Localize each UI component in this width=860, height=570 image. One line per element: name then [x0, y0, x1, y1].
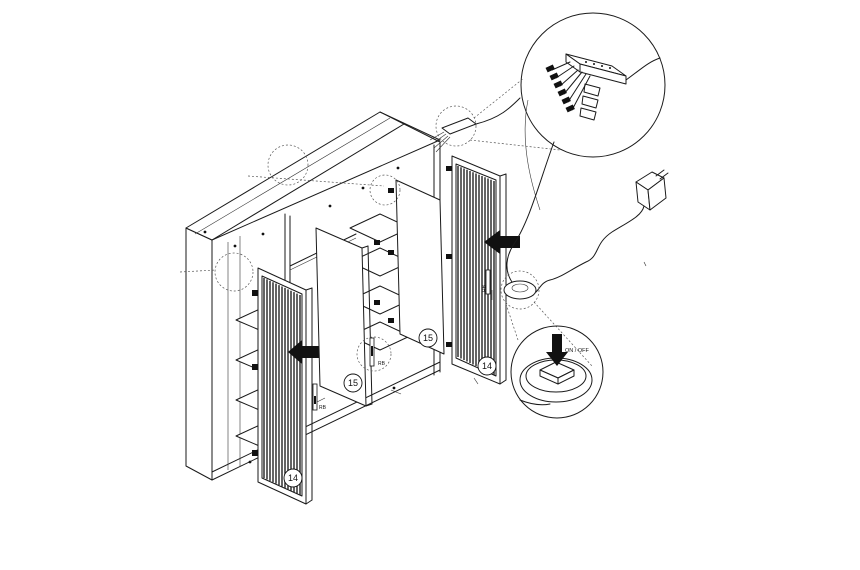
- plain-door-right: 15: [369, 174, 445, 355]
- part-badge-circle: [283, 468, 303, 488]
- connector-hub-icon: [565, 53, 627, 85]
- hinge: [374, 300, 380, 305]
- hinge: [388, 188, 394, 193]
- detail-circles: [179, 144, 385, 292]
- hinge: [446, 342, 452, 347]
- hinge: [446, 254, 452, 259]
- door-right-slats: [457, 166, 495, 375]
- hinge-mark-middle: RB: [356, 336, 392, 372]
- hinge: [252, 450, 258, 456]
- part-number-14-right: 14: [482, 361, 492, 371]
- door-left-slats: [263, 278, 301, 495]
- svg-text:RB: RB: [378, 361, 386, 367]
- part-number-15-right: 15: [423, 333, 433, 343]
- switch-label: ON / OFF: [565, 348, 589, 354]
- part-number-14-left: 14: [288, 473, 298, 483]
- glass-door-left: 14: [252, 267, 320, 505]
- hinge: [252, 290, 258, 296]
- part-badge-circle: [477, 356, 497, 376]
- power-cable: [506, 141, 555, 283]
- part-number-15-left: 15: [348, 378, 358, 388]
- connector-zoom-detail: [469, 12, 666, 158]
- hinge: [252, 364, 258, 370]
- plain-door-middle: 15: [315, 227, 373, 407]
- led-cables: [545, 57, 661, 121]
- svg-text:RB: RB: [319, 405, 327, 411]
- hinge: [388, 250, 394, 255]
- screw-dots: [203, 166, 400, 464]
- hinge: [446, 166, 452, 171]
- press-down-arrow-icon: [546, 334, 568, 366]
- connector-hub-small: [429, 97, 521, 153]
- switch-small: [500, 270, 593, 367]
- part-badge-circle: [343, 373, 363, 393]
- hinge-mark-left: RB: [312, 383, 327, 411]
- hinge: [374, 240, 380, 245]
- plug-adapter-icon: [535, 169, 669, 293]
- switch-zoom-detail: ON / OFF: [510, 325, 604, 419]
- part-badge-circle: [418, 328, 438, 348]
- glass-door-right: 14 RB: [446, 155, 520, 385]
- hinge-mark-right: RB: [482, 284, 488, 292]
- push-arrow-icon: [288, 340, 320, 364]
- push-arrow-icon: [484, 230, 520, 254]
- hinge: [388, 318, 394, 323]
